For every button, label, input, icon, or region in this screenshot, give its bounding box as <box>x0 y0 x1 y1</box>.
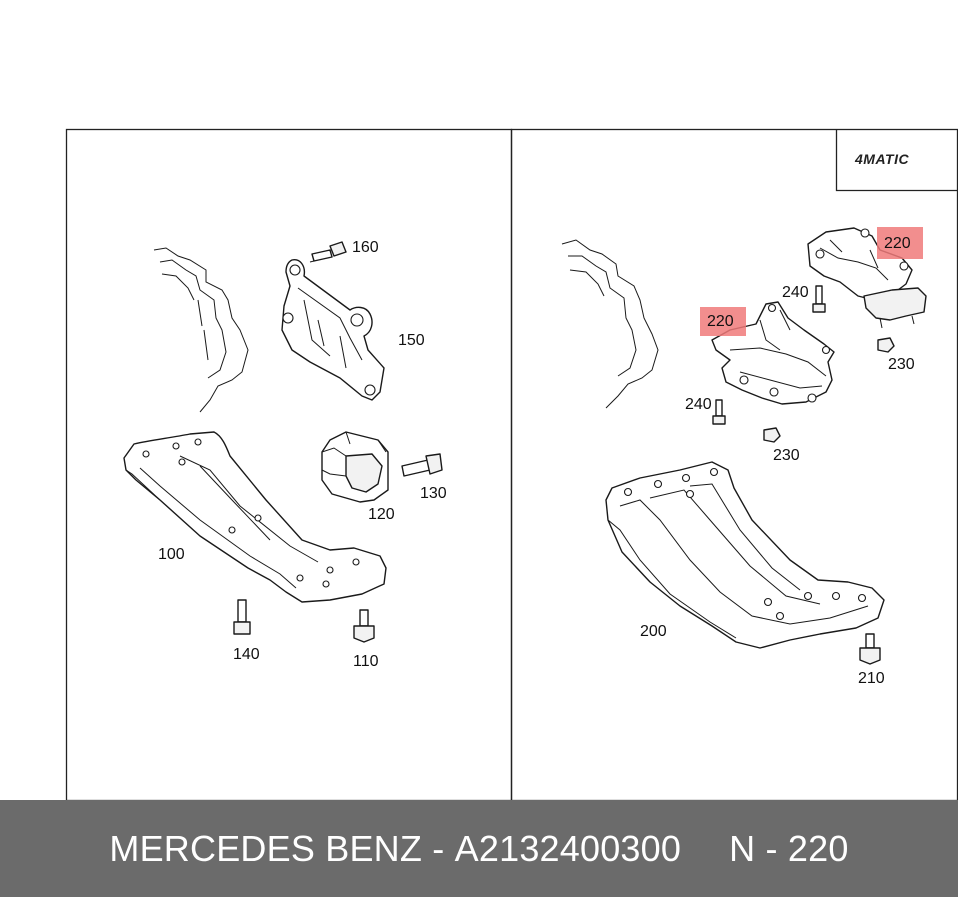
bracket-150 <box>281 259 385 401</box>
callout-230-lower: 230 <box>773 447 800 464</box>
4matic-logo: 4MATIC <box>835 129 958 192</box>
callout-200: 200 <box>640 623 667 640</box>
4matic-logo-text: 4MATIC <box>854 151 909 167</box>
part-info-footer: MERCEDES BENZ - A2132400300 N - 220 <box>0 800 958 897</box>
highlight-220-lower <box>700 307 746 336</box>
nut-230-lower <box>763 427 781 443</box>
bolt-130 <box>401 453 443 477</box>
callout-110: 110 <box>353 653 379 670</box>
callout-130: 130 <box>420 485 447 502</box>
transmission-housing-right <box>561 239 659 409</box>
footer-position-label: N - 220 <box>729 827 849 869</box>
callout-230-upper: 230 <box>888 356 915 373</box>
bolt-160 <box>309 241 347 263</box>
crossmember-200 <box>605 461 885 649</box>
callout-100: 100 <box>158 546 185 563</box>
footer-part-number: A2132400300 <box>454 827 682 869</box>
nut-230-upper <box>877 337 895 353</box>
footer-separator: - <box>422 828 455 870</box>
callout-220-upper: 220 <box>884 235 911 252</box>
callout-labels-left: 160 150 130 120 100 140 110 <box>158 239 447 670</box>
bolt-240-lower <box>712 399 726 425</box>
transmission-housing-left <box>153 247 249 413</box>
callout-120: 120 <box>368 506 395 523</box>
mount-220-upper <box>807 227 927 329</box>
footer-brand: MERCEDES BENZ <box>109 827 423 869</box>
callout-160: 160 <box>352 239 379 256</box>
bolt-210 <box>859 633 881 665</box>
crossmember-100 <box>123 431 387 603</box>
parts-diagram: 4MATIC <box>65 128 958 800</box>
callout-210: 210 <box>858 670 885 687</box>
callout-220-lower: 220 <box>707 313 734 330</box>
callout-240-lower: 240 <box>685 396 712 413</box>
highlight-220-upper <box>877 227 923 259</box>
callout-240-upper: 240 <box>782 284 809 301</box>
bolt-240-upper <box>812 285 826 313</box>
bolt-110 <box>353 609 375 643</box>
callout-140: 140 <box>233 646 260 663</box>
bolt-140 <box>233 599 251 635</box>
mount-120 <box>321 431 389 503</box>
callout-150: 150 <box>398 332 425 349</box>
footer-separator-text: - <box>432 827 445 869</box>
callout-labels-right: 220 220 240 230 240 230 200 210 <box>640 235 915 687</box>
